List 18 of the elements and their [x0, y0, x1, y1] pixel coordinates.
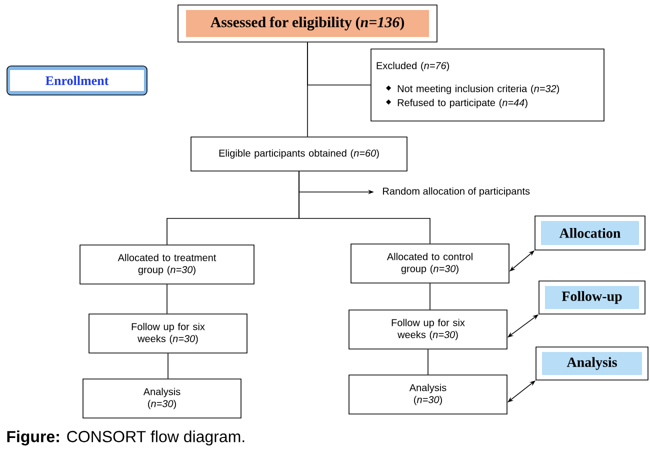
- figure-caption: Figure: CONSORT flow diagram.: [7, 430, 244, 446]
- phase-label: Enrollment: [6, 66, 148, 96]
- process-box: Follow up for six weeks (n=30): [88, 314, 248, 354]
- process-box: Analysis (n=30): [82, 378, 242, 418]
- connector: [298, 171, 430, 244]
- connector: [166, 284, 168, 314]
- process-box: Eligible participants obtained (n=60): [190, 136, 408, 172]
- title-box: Assessed for eligibility (n=136): [178, 4, 438, 42]
- process-box: Allocated to treatment group (n=30): [80, 244, 254, 284]
- process-box: Follow up for six weeks (n=30): [348, 310, 508, 350]
- stage-label: Follow-up: [538, 280, 646, 314]
- process-box: Analysis (n=30): [348, 374, 508, 414]
- process-box: Allocated to control group (n=30): [350, 244, 510, 284]
- step-text: Random allocation of participants: [383, 187, 530, 197]
- connector: [307, 42, 371, 86]
- stage-label: Allocation: [534, 216, 646, 250]
- exclusion-box: Excluded (n=76) Not meeting inclusion criteria (n=32) Refused to participate (n=44): [370, 48, 604, 122]
- stage-label: Analysis: [536, 346, 648, 380]
